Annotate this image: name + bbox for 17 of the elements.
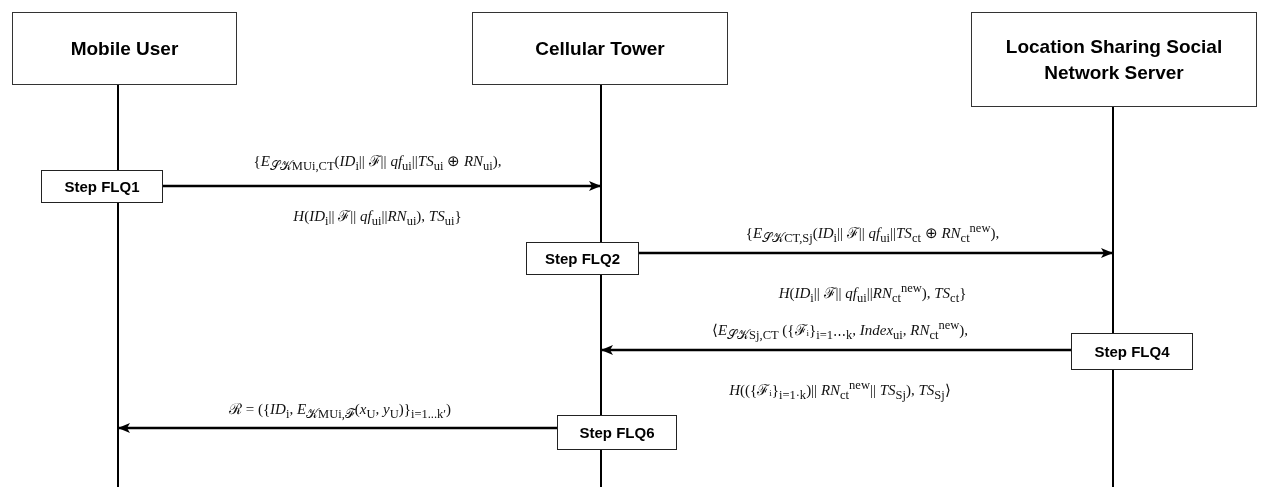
step-box: Step FLQ2 [526,242,639,275]
lifeline [1112,107,1114,487]
step-box: Step FLQ6 [557,415,677,450]
edge-label: {E$_{𝒮𝒦MUi,CT}$(ID$_{i}$|| ℱ|| qf$_{ui}$||TS$_{ui}$ ⊕ RN$_{ui}$), H(ID$_{i}$|| ℱ|| qf$_{ui}$||RN$_{ui}$), TS$_{ui}$} [252,152,503,230]
arrow [639,248,1113,258]
participant-box: Cellular Tower [472,12,728,85]
edge-label: ℛ = ({ID$_{i}$, E$_{𝒦MUi,ℱ}$(x$_{U}$, y$_{U}$)}$_{i=1...k′}$) [227,400,453,423]
edge-label: ⟨E$_{𝒮𝒦Sj,CT}$ ({ℱᵢ}$_{i=1⋯k}$, Index$_{ui}$, RN$_{ct}$$^{new}$), H(({ℱᵢ}$_{i=1·k}$)|| RN$_{ct}$$^{new}$|| TS$_{Sj}$), TS$_{Sj}$⟩ [710,317,970,404]
edge-label: {E$_{𝒮𝒦CT,Sj}$(ID$_{i}$|| ℱ|| qf$_{ui}$||TS$_{ct}$ ⊕ RN$_{ct}$$^{new}$), H(ID$_{i}$|| ℱ|| qf$_{ui}$||RN$_{ct}$$^{new}$), TS$_{ct}$} [744,220,1001,307]
participant-box: Mobile User [12,12,237,85]
lifeline [117,85,119,487]
arrow [118,423,557,433]
arrow [163,181,601,191]
step-box: Step FLQ4 [1071,333,1193,370]
participant-box: Location Sharing Social Network Server [971,12,1257,107]
arrow [601,345,1071,355]
step-box: Step FLQ1 [41,170,163,203]
